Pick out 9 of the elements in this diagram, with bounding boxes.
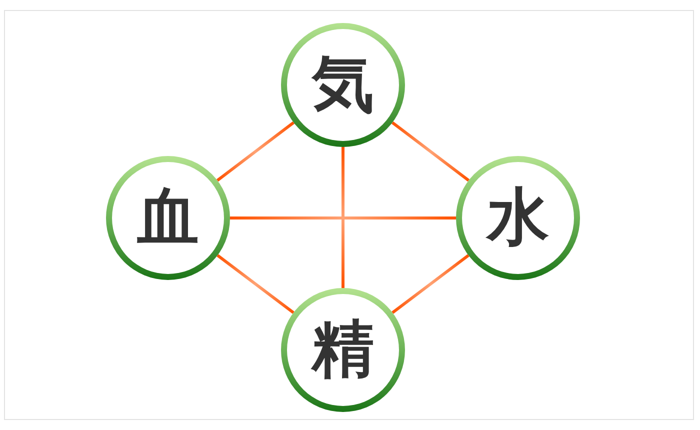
- node-label: 血: [137, 187, 199, 249]
- connector-line: [391, 121, 470, 182]
- connector-line: [216, 254, 294, 314]
- connector-line: [392, 254, 470, 314]
- connector-line: [216, 121, 295, 182]
- connector-line: [342, 147, 344, 288]
- node-label: 気: [312, 54, 374, 116]
- node-label: 水: [487, 187, 549, 249]
- node-label: 精: [312, 319, 374, 381]
